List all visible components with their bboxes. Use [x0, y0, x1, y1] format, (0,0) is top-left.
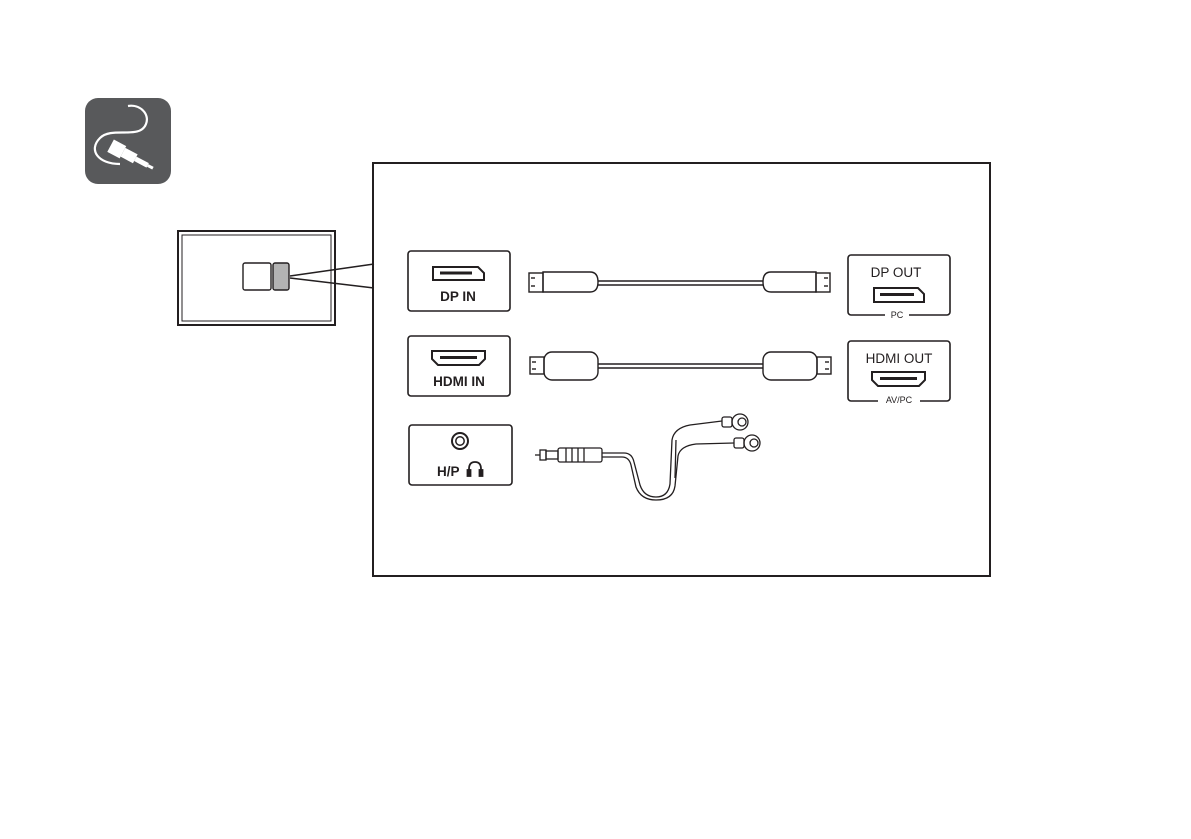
dp-out-sub-label: PC — [891, 310, 904, 320]
dp-out-label: DP OUT — [871, 265, 922, 280]
port-area-left — [243, 263, 271, 290]
hdmi-in-port: HDMI IN — [408, 336, 510, 396]
hdmi-out-label: HDMI OUT — [866, 351, 933, 366]
port-area-highlight — [273, 263, 289, 290]
dp-out-port: DP OUT PC — [848, 255, 950, 321]
cable-connection-icon — [85, 98, 171, 184]
displayport-cable — [529, 272, 830, 292]
dp-in-label: DP IN — [440, 289, 476, 304]
monitor-rear-thumbnail — [178, 231, 335, 325]
hdmi-out-port: HDMI OUT AV/PC — [848, 341, 950, 405]
dp-in-port: DP IN — [408, 251, 510, 311]
hdmi-in-label: HDMI IN — [433, 374, 485, 389]
hp-label: H/P — [437, 464, 460, 479]
audio-y-cable — [535, 414, 760, 500]
hdmi-cable — [530, 352, 831, 380]
headphone-port: H/P — [409, 425, 512, 485]
hdmi-out-sub-label: AV/PC — [886, 395, 913, 405]
